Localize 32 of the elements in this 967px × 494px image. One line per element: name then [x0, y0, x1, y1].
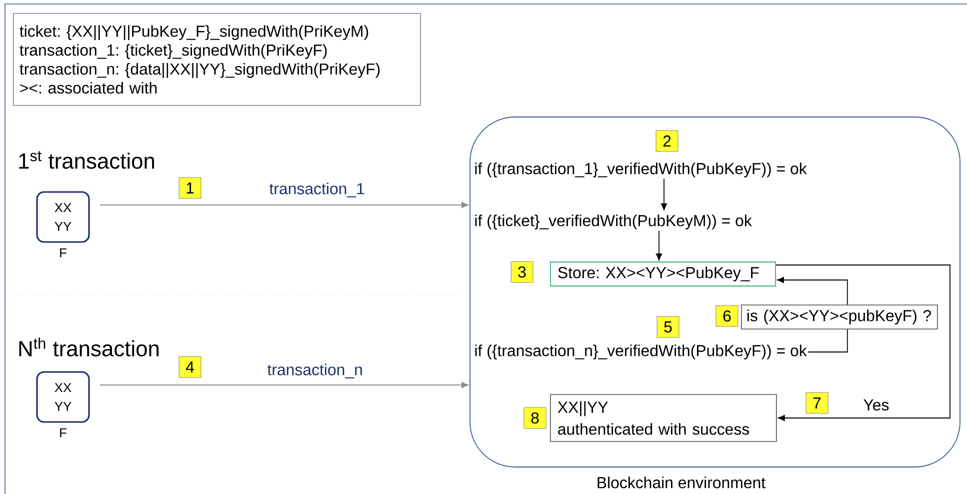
- callout-number: 6: [716, 305, 738, 327]
- condition-text: if ({transaction_n}_verifiedWith(PubKeyF)) = ok: [475, 344, 807, 360]
- callout-number: 5: [656, 316, 680, 338]
- arrow: [808, 328, 848, 352]
- box-caption: F: [60, 248, 66, 258]
- condition-text: if ({ticket}_verifiedWith(PubKeyM)) = ok: [475, 214, 752, 230]
- edge-label: Yes: [862, 398, 890, 412]
- callout-number: 7: [806, 392, 828, 414]
- callout-number: 4: [178, 356, 202, 378]
- decision-box: is (XX><YY><pubKeyF) ?: [741, 304, 938, 330]
- arrow: [775, 264, 950, 422]
- entity-box: XX YY: [36, 371, 90, 423]
- result-box: XX||YY authenticated with success: [550, 394, 777, 442]
- edge-label: transaction_1: [268, 182, 366, 198]
- arrow: [656, 230, 662, 260]
- box-caption: F: [60, 428, 66, 438]
- entity-box: XX YY: [36, 191, 90, 243]
- process-box: Store: XX><YY><PubKey_F: [550, 262, 776, 286]
- arrow: [99, 382, 468, 388]
- callout-number: 1: [178, 177, 202, 199]
- section-heading: 1$^{st}$ transaction: [19, 151, 154, 169]
- callout-number: 3: [510, 261, 534, 283]
- environment-title: Blockchain environment: [598, 476, 766, 488]
- arrow: [660, 178, 668, 210]
- arrow: [777, 276, 848, 306]
- edge-label: transaction_n: [266, 362, 364, 380]
- legend-box: ticket: {XX||YY||PubKey_F}_signedWith(PriKeyM) transaction_1: {ticket}_signedWith(PriKeyF) transaction_n: {data||XX||YY}_signedWith(PriKeyF) ><: associated with: [13, 13, 421, 106]
- section-heading: N$^{th}$ transaction: [19, 338, 159, 356]
- arrow: [99, 202, 468, 208]
- condition-text: if ({transaction_1}_verifiedWith(PubKeyF)) = ok: [475, 162, 807, 178]
- callout-number: 2: [656, 130, 678, 152]
- callout-number: 8: [524, 407, 546, 429]
